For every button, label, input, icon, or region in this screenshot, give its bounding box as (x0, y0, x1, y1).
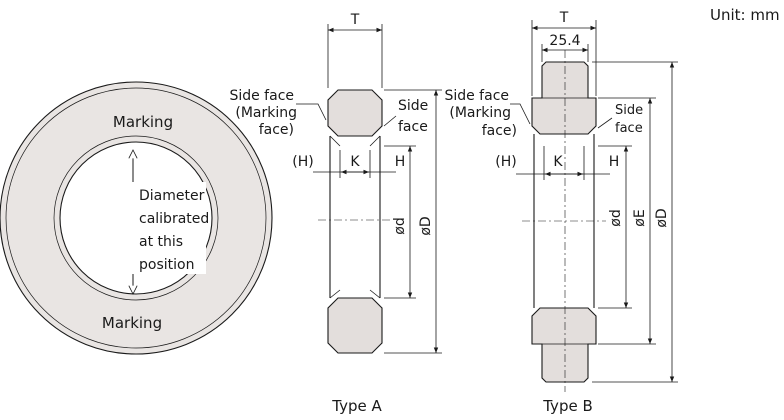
type-a-d-label: ød (392, 217, 408, 234)
type-a-side-face-left-3: face) (259, 122, 294, 138)
type-a-side-face-left-1: Side face (229, 88, 294, 104)
type-b-e-label: øE (632, 209, 648, 226)
diameter-note-line-4: position (139, 257, 194, 273)
type-a-section: T Side face (Marking face) Side face (H)… (229, 12, 442, 415)
type-a-dd-label: øD (418, 216, 434, 235)
marking-bottom-label: Marking (102, 314, 162, 332)
type-b-caption: Type B (542, 397, 593, 415)
type-a-h-right-label: H (395, 154, 406, 170)
diameter-note-line-2: calibrated (139, 211, 209, 227)
unit-label: Unit: mm (710, 6, 780, 24)
type-a-side-face-right-1: Side (398, 98, 428, 114)
type-b-d-label: ød (608, 209, 624, 226)
type-b-side-face-left-1: Side face (444, 88, 509, 104)
type-a-chamfer-bot-r (369, 289, 381, 299)
type-a-chamfer-bot-l (329, 289, 341, 299)
type-a-caption: Type A (331, 397, 382, 415)
type-a-lower-section (327, 297, 383, 354)
type-a-side-face-left-2: (Marking (235, 105, 297, 121)
type-b-side-face-left-2: (Marking (449, 105, 511, 121)
type-b-t-label: T (559, 10, 569, 26)
diameter-note-line-1: Diameter (139, 188, 205, 204)
diameter-note-backdrop (132, 182, 206, 274)
diameter-note-line-3: at this (139, 234, 183, 250)
ring-front-view: Marking Marking Diameter calibrated at t… (0, 81, 273, 355)
type-b-side-face-right-leader (597, 117, 613, 129)
type-a-h-left-label: (H) (292, 154, 313, 170)
type-a-t-label: T (350, 12, 360, 28)
marking-top-label: Marking (113, 113, 173, 131)
ring-inner-chamfer (53, 135, 219, 301)
type-b-254-label: 25.4 (549, 33, 580, 49)
type-a-side-face-right-2: face (398, 119, 428, 135)
type-b-side-face-right-2: face (615, 121, 643, 136)
ring-outer-chamfer (5, 87, 267, 349)
type-b-lower-section (531, 307, 597, 383)
type-b-side-face-right-1: Side (615, 103, 643, 118)
type-b-side-face-left-leader (510, 103, 531, 125)
type-b-dd-label: øD (654, 208, 670, 227)
type-b-section: T 25.4 Side face (Marking face) Side fac… (444, 10, 678, 415)
type-a-side-face-left-leader (296, 103, 327, 121)
type-b-h-left-label: (H) (495, 154, 516, 170)
type-a-side-face-right-leader (383, 115, 397, 127)
type-a-chamfer-top-l (329, 135, 341, 147)
type-b-k-label: K (553, 154, 563, 170)
type-a-chamfer-top-r (369, 135, 381, 147)
type-b-side-face-left-3: face) (482, 123, 517, 139)
type-b-h-right-label: H (609, 154, 620, 170)
type-a-upper-section (327, 89, 383, 137)
type-a-k-label: K (350, 154, 360, 170)
